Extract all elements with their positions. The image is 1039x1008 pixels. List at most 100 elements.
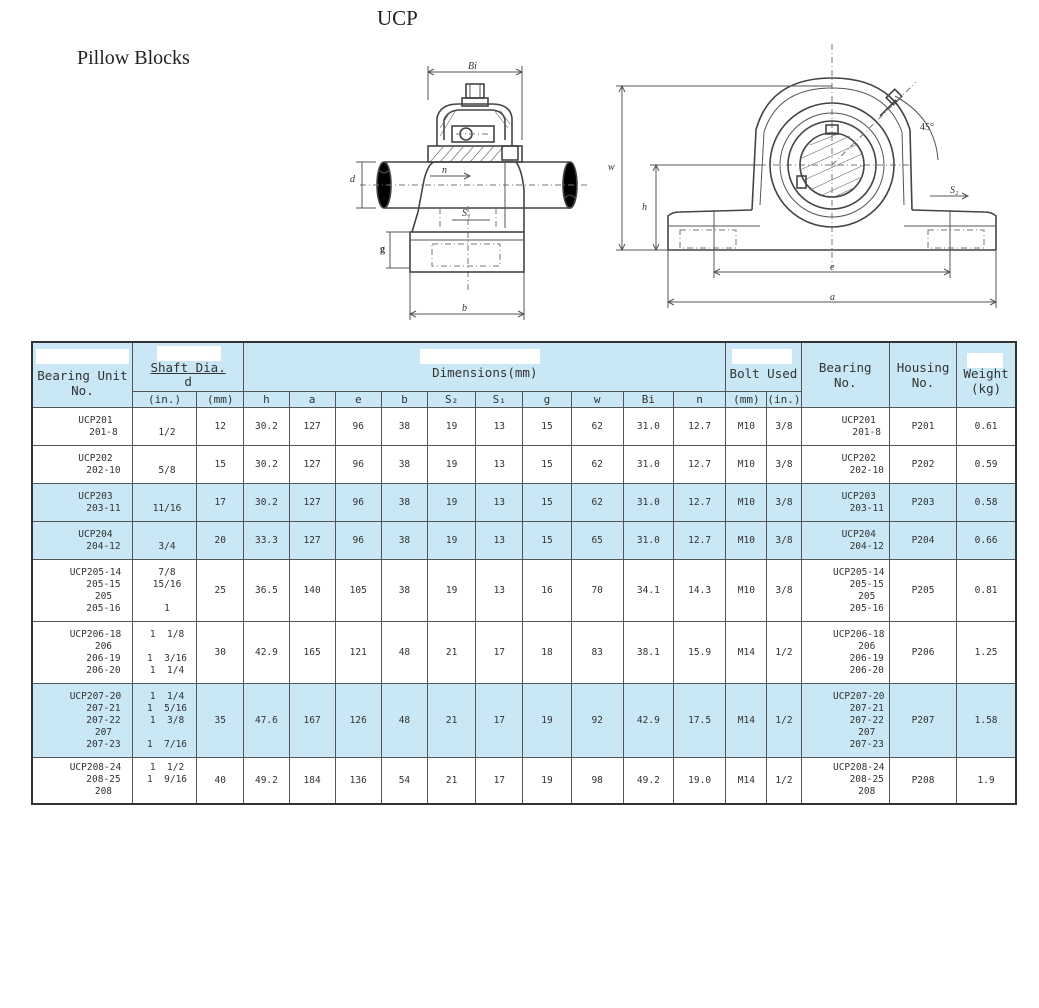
cell-h: 36.5 — [243, 559, 290, 622]
cell-bolt-in: 3/8 — [766, 559, 802, 622]
cell-w: 62 — [570, 483, 624, 522]
cell-weight: 0.59 — [956, 445, 1017, 484]
header-bolt-used: Bolt Used — [725, 341, 802, 392]
bearing-line: 207-22 — [849, 714, 884, 726]
cell-housing: P207 — [888, 683, 958, 758]
cell-a: 127 — [288, 445, 336, 484]
cell-bolt-mm: M14 — [725, 621, 768, 684]
cell-n: 19.0 — [672, 757, 727, 804]
cell-n: 12.7 — [672, 445, 727, 484]
inch-line: 7/8 — [158, 566, 176, 578]
unit-line: UCP207-20 — [69, 690, 122, 702]
bearing-line: 202-10 — [849, 464, 884, 476]
cell-h: 30.2 — [243, 407, 290, 446]
bearing-line: UCP208-24 — [832, 762, 885, 774]
cell-bolt-in: 1/2 — [766, 683, 802, 758]
cell-s1: 17 — [475, 683, 524, 758]
unit-line: UCP201 — [78, 414, 113, 426]
cell-b: 38 — [380, 483, 429, 522]
cell-housing: P201 — [888, 407, 958, 446]
cell-a: 127 — [288, 407, 336, 446]
cell-housing: P203 — [888, 483, 958, 522]
bearing-line: 207-21 — [849, 702, 884, 714]
inch-line — [138, 786, 196, 798]
inch-line: 1 1/8 — [149, 628, 185, 640]
cell-a: 140 — [288, 559, 336, 622]
cell-inch: 3/4 — [131, 521, 198, 560]
cell-mm: 25 — [196, 559, 245, 622]
header-w: w — [570, 391, 624, 408]
inch-line: 1 1/2 — [149, 762, 185, 774]
unit-line: 203-11 — [86, 502, 121, 514]
header-a: a — [288, 391, 336, 408]
cell-mm: 17 — [196, 483, 245, 522]
label-b: b — [462, 303, 467, 314]
cell-inch: 1/2 — [131, 407, 198, 446]
header-weight: Weight (kg) — [956, 341, 1017, 408]
cell-w: 62 — [570, 445, 624, 484]
cell-b: 54 — [380, 757, 429, 804]
bearing-line: UCP207-20 — [832, 690, 885, 702]
inch-line — [138, 491, 196, 503]
bearing-line: 207-23 — [849, 738, 884, 750]
cell-b: 38 — [380, 407, 429, 446]
cell-b: 48 — [380, 683, 429, 758]
cell-n: 12.7 — [672, 521, 727, 560]
pillow-block-drawing: Bi d — [350, 44, 998, 320]
header-bearing-unit: Bearing Unit No. — [31, 341, 133, 408]
label-n: n — [442, 165, 447, 176]
label-s2: S₂ — [950, 185, 959, 196]
bearing-line: 201-8 — [852, 426, 882, 438]
cell-g: 15 — [522, 483, 572, 522]
unit-line: 207-23 — [86, 738, 121, 750]
bearing-line: 207 — [858, 726, 876, 738]
unit-line: UCP206-18 — [69, 628, 122, 640]
cell-h: 47.6 — [243, 683, 290, 758]
cell-s1: 17 — [475, 757, 524, 804]
cell-s2: 21 — [427, 621, 477, 684]
unit-line: 205-15 — [86, 578, 121, 590]
cell-bolt-in: 1/2 — [766, 621, 802, 684]
cell-w: 62 — [570, 407, 624, 446]
spec-table: Bearing Unit No. Shaft Dia. d Dimensions… — [31, 341, 1017, 805]
unit-line: UCP208-24 — [69, 762, 122, 774]
header-bi: Bi — [622, 391, 674, 408]
bearing-line: 205-16 — [849, 602, 884, 614]
cell-h: 30.2 — [243, 483, 290, 522]
label-g: g — [380, 244, 385, 255]
header-in: (in.) — [131, 391, 198, 408]
cell-e: 96 — [334, 521, 382, 560]
label-e: e — [830, 262, 835, 273]
cell-bi: 38.1 — [622, 621, 674, 684]
unit-line: UCP202 — [78, 452, 113, 464]
cell-bolt-in: 3/8 — [766, 521, 802, 560]
header-dimensions: Dimensions(mm) — [243, 341, 727, 392]
cell-s2: 21 — [427, 757, 477, 804]
unit-line: 207-21 — [86, 702, 121, 714]
cell-n: 14.3 — [672, 559, 727, 622]
cell-g: 15 — [522, 521, 572, 560]
cell-inch: 5/8 — [131, 445, 198, 484]
inch-line — [138, 641, 196, 653]
cell-w: 65 — [570, 521, 624, 560]
cell-b: 38 — [380, 521, 429, 560]
cell-g: 19 — [522, 683, 572, 758]
label-s1: S₁ — [462, 208, 470, 219]
cell-e: 136 — [334, 757, 382, 804]
cell-n: 15.9 — [672, 621, 727, 684]
cell-s1: 13 — [475, 483, 524, 522]
unit-line: 206-20 — [86, 664, 121, 676]
inch-line — [138, 529, 196, 541]
cell-bolt-in: 1/2 — [766, 757, 802, 804]
